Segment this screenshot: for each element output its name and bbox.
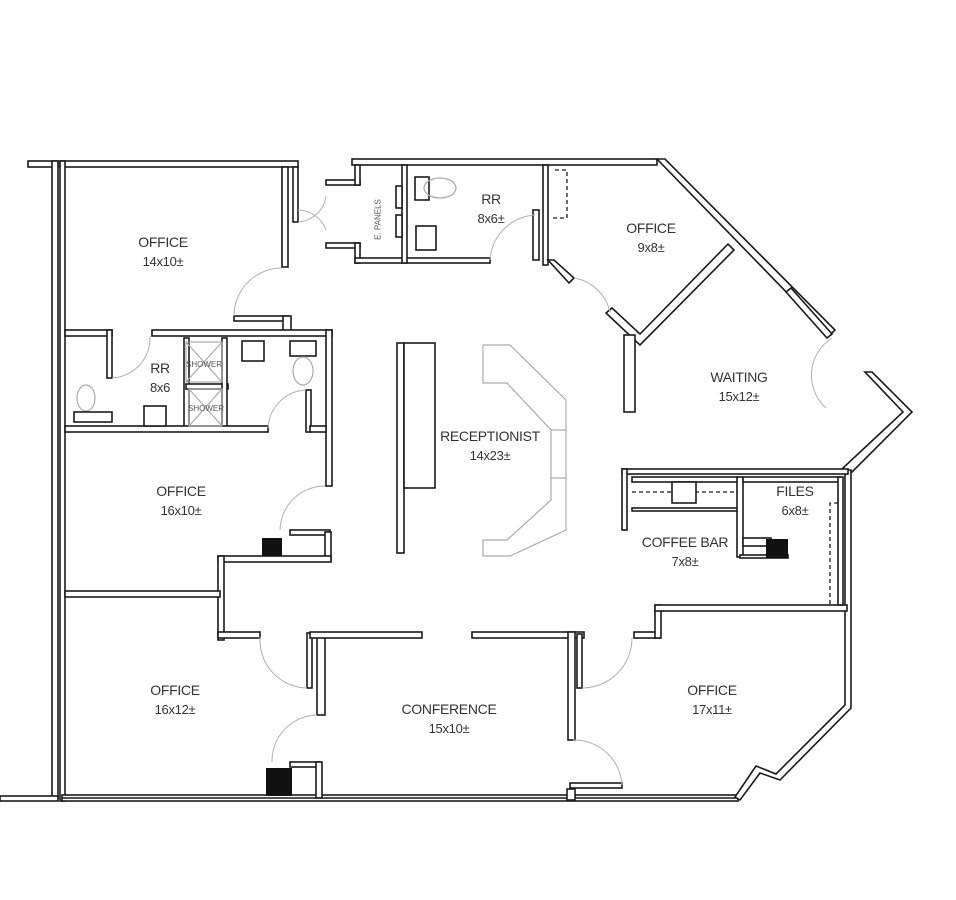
- room-dims: 9x8±: [637, 240, 665, 255]
- room-dims: 14x23±: [469, 448, 511, 463]
- room-name: CONFERENCE: [401, 701, 497, 717]
- room-dims: 8x6: [149, 380, 171, 395]
- room-e-panels: E. PANELS: [369, 199, 388, 240]
- room-dims: 16x12±: [154, 702, 196, 717]
- room-name: OFFICE: [138, 234, 188, 250]
- room-dims: 17x11±: [692, 702, 732, 717]
- room-dims: 15x10±: [428, 721, 470, 736]
- room-receptionist: RECEPTIONIST 14x23±: [440, 427, 540, 465]
- room-name: WAITING: [710, 369, 768, 385]
- reception-desk: [396, 342, 567, 557]
- room-office-16x10: OFFICE 16x10±: [156, 482, 206, 520]
- room-name: FILES: [776, 483, 814, 499]
- room-office-14x10: OFFICE 14x10±: [138, 233, 188, 271]
- shower-label: SHOWER: [188, 404, 224, 413]
- room-name: OFFICE: [150, 682, 200, 698]
- room-name: OFFICE: [156, 483, 206, 499]
- room-office-16x12: OFFICE 16x12±: [150, 681, 200, 719]
- room-office-9x8: OFFICE 9x8±: [626, 219, 676, 257]
- room-dims: 14x10±: [142, 254, 184, 269]
- door-swings: [111, 195, 833, 786]
- room-dims: 8x6±: [477, 211, 505, 226]
- room-rr-west: RR 8x6: [150, 359, 170, 397]
- room-waiting: WAITING 15x12±: [710, 368, 768, 406]
- room-dims: 6x8±: [781, 503, 809, 518]
- room-name: RR: [150, 360, 170, 376]
- room-dims: 16x10±: [160, 503, 202, 518]
- room-rr-north: RR 8x6±: [478, 190, 505, 228]
- room-name: RECEPTIONIST: [440, 428, 540, 444]
- room-dims: 15x12±: [718, 389, 760, 404]
- room-files: FILES 6x8±: [776, 482, 814, 520]
- room-conference: CONFERENCE 15x10±: [401, 700, 496, 738]
- room-name: OFFICE: [626, 220, 676, 236]
- interior-walls: [64, 164, 849, 801]
- plumbing-fixtures: [73, 176, 788, 796]
- room-name: COFFEE BAR: [641, 534, 729, 550]
- room-name: RR: [481, 191, 501, 207]
- room-dims: 7x8±: [671, 554, 699, 569]
- room-name: E. PANELS: [373, 199, 383, 240]
- room-name: OFFICE: [687, 682, 737, 698]
- shower-label: SHOWER: [186, 360, 222, 369]
- room-coffee-bar: COFFEE BAR 7x8±: [641, 533, 729, 571]
- room-office-17x11: OFFICE 17x11±: [687, 681, 737, 719]
